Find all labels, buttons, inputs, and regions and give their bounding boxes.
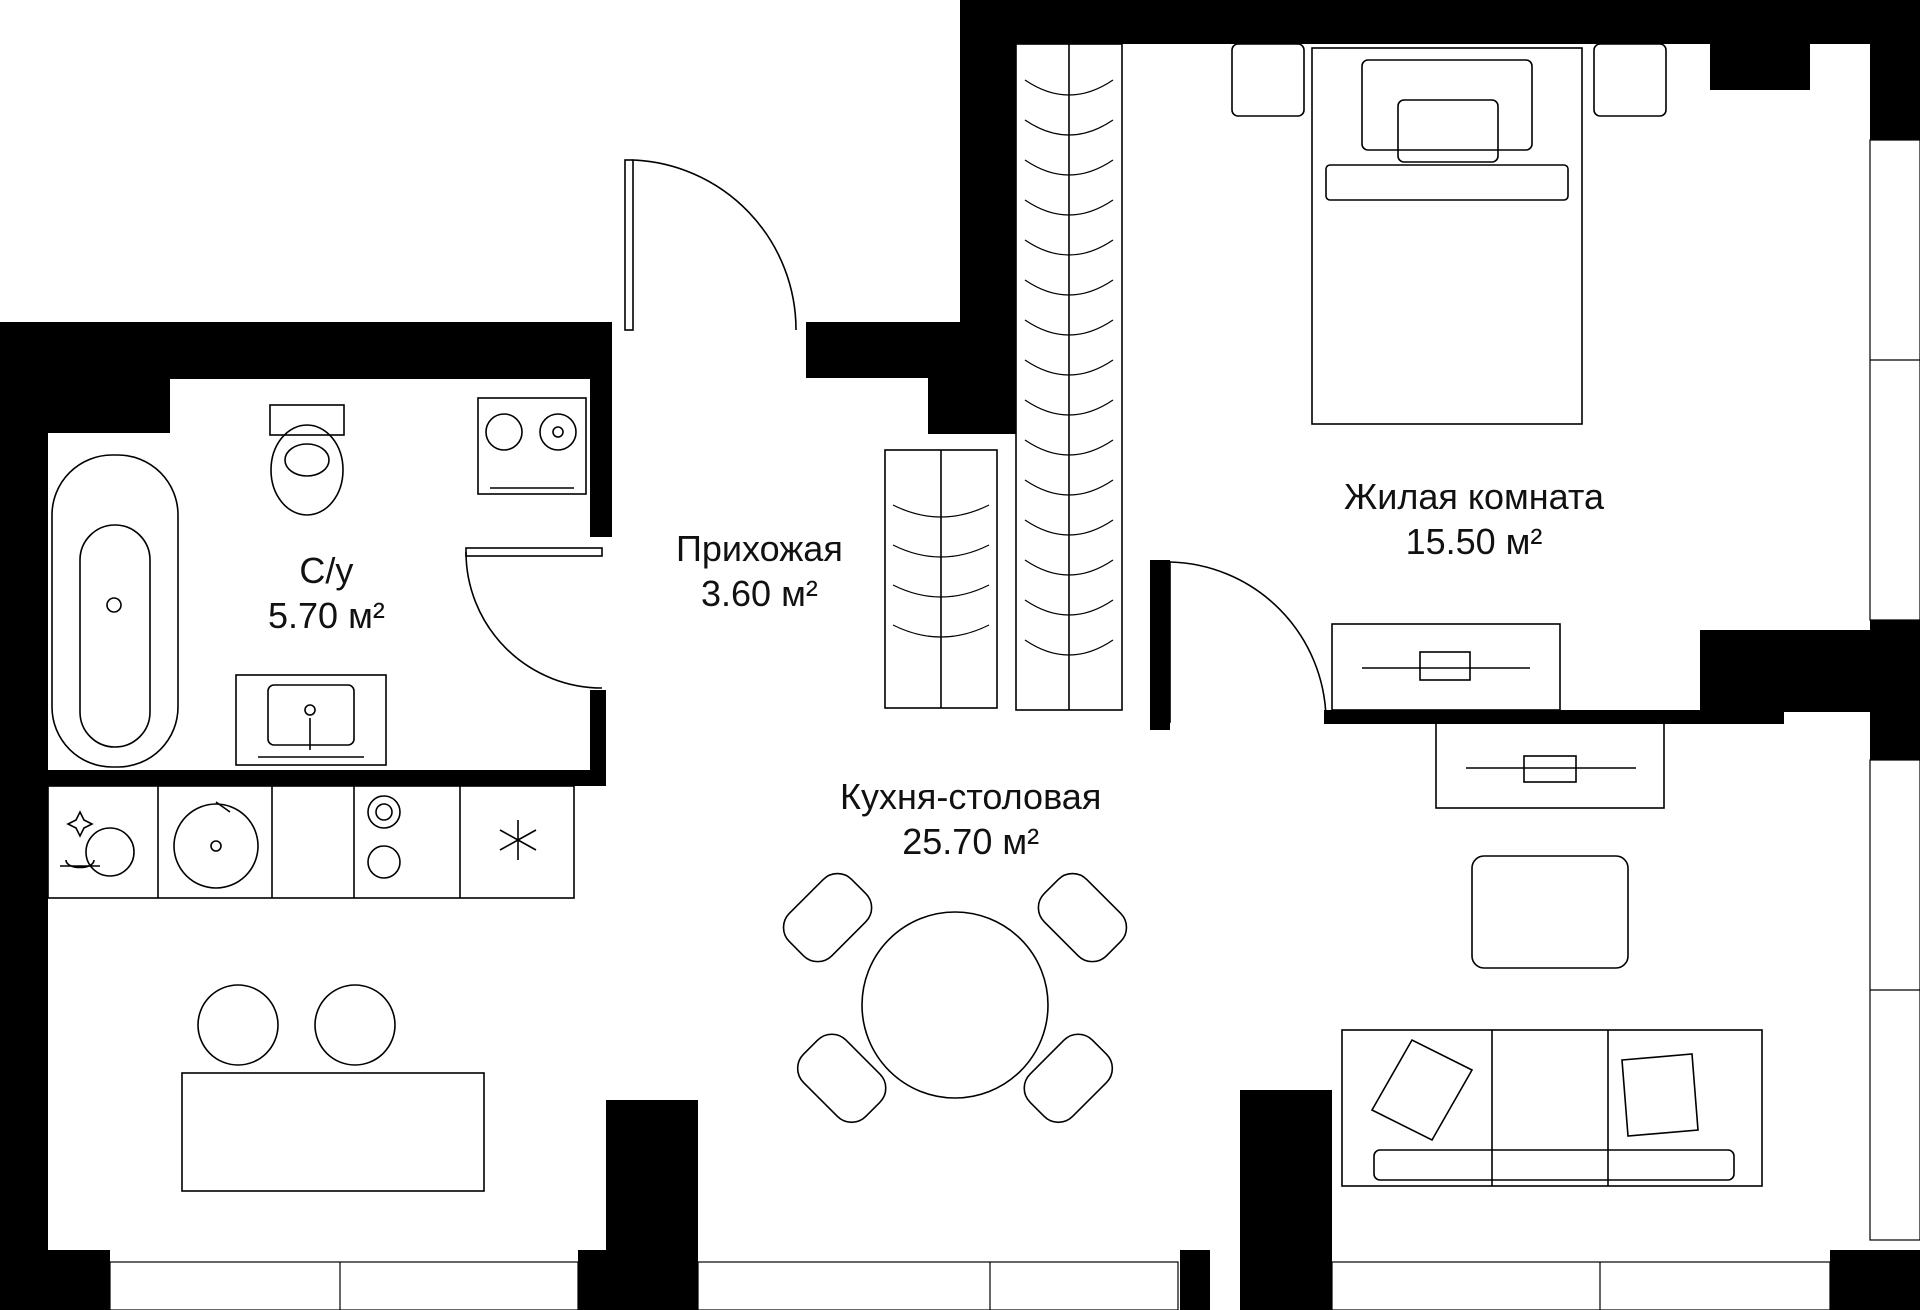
dining-chair-bl: [796, 1033, 887, 1124]
wall-right-block: [1700, 630, 1870, 712]
dishwasher-icon: [60, 810, 135, 877]
dining-table: [861, 911, 1049, 1099]
wall-living-bottom: [1324, 710, 1784, 724]
bathroom-sink: [235, 674, 387, 766]
doors: [465, 159, 1327, 723]
ottoman: [1471, 855, 1629, 969]
sofa: [1341, 1029, 1763, 1187]
washing-machine-icon: [485, 413, 523, 451]
label-bathroom: С/у 5.70 м²: [268, 548, 385, 638]
wall-right-upper: [1870, 0, 1920, 140]
desk: [1331, 623, 1561, 711]
wall-top-right-block: [1710, 44, 1810, 90]
room-area-kitchen-dining: 25.70 м²: [902, 821, 1040, 862]
pillar-bottom-right: [1240, 1090, 1332, 1310]
kitchen-table: [181, 1072, 485, 1192]
stool-1: [197, 984, 279, 1066]
wall-bottom-mid1: [578, 1250, 608, 1310]
bed: [1311, 47, 1583, 425]
living-door-leaf: [1161, 561, 1171, 723]
window-bottom-mid: [697, 1261, 1179, 1310]
wall-top: [960, 0, 1920, 44]
room-area-hallway: 3.60 м²: [701, 573, 818, 614]
toilet: [269, 404, 345, 436]
entry-door-leaf: [624, 159, 634, 331]
laundry-unit: [477, 397, 587, 495]
kitchen: [47, 785, 575, 1192]
label-living-room: Жилая комната 15.50 м²: [1344, 474, 1604, 564]
bathroom-door-swing: [465, 551, 603, 689]
dining-chair-tr: [1037, 872, 1128, 963]
windows: [109, 139, 1920, 1310]
fridge-snowflake-icon: [499, 820, 537, 860]
cushion-right: [1621, 1053, 1699, 1137]
wall-right-mid: [1870, 620, 1920, 760]
sink-icon: [173, 801, 259, 889]
hangers: [892, 79, 1114, 656]
tv-stand: [1435, 721, 1665, 809]
room-name-bathroom: С/у: [299, 550, 354, 591]
wall-bathroom-top: [0, 322, 612, 379]
bathtub: [51, 454, 179, 768]
bedroom-furniture: [1231, 43, 1667, 711]
room-name-kitchen-dining: Кухня-столовая: [840, 776, 1102, 817]
wall-top-left: [960, 0, 1016, 378]
window-right-upper: [1869, 139, 1920, 621]
room-area-living-room: 15.50 м²: [1405, 521, 1543, 562]
living-door-swing: [1169, 561, 1327, 719]
kitchen-counter: [47, 785, 575, 899]
wall-bottom-left: [0, 1250, 110, 1310]
window-bottom-right: [1331, 1261, 1831, 1310]
wardrobes: [884, 43, 1123, 711]
wall-bathroom-pillar: [48, 379, 170, 433]
cushion-left: [1370, 1038, 1474, 1142]
wall-bottom-mid2: [1180, 1250, 1210, 1310]
living-furniture: [1341, 721, 1763, 1187]
label-hallway: Прихожая 3.60 м²: [676, 526, 843, 616]
room-name-hallway: Прихожая: [676, 528, 843, 569]
wall-bathroom-bottom: [48, 770, 606, 786]
stool-2: [314, 984, 396, 1066]
room-area-bathroom: 5.70 м²: [268, 595, 385, 636]
cooktop-icon: [367, 795, 401, 879]
wall-entry-right: [806, 322, 976, 378]
dining: [782, 872, 1128, 1124]
wall-bottom-right: [1830, 1250, 1920, 1310]
dining-chair-br: [1023, 1033, 1114, 1124]
dryer-icon: [539, 413, 577, 451]
dining-chair-tl: [782, 872, 873, 963]
wall-left-outer: [0, 322, 48, 1280]
label-kitchen-dining: Кухня-столовая 25.70 м²: [840, 774, 1101, 864]
wall-bathroom-right-lower: [590, 690, 606, 780]
room-name-living-room: Жилая комната: [1344, 476, 1605, 517]
nightstand-right: [1593, 43, 1667, 117]
pillar-bottom-left: [606, 1100, 698, 1310]
wall-wardrobe-niche: [928, 378, 1016, 434]
bathroom-fixtures: [51, 397, 587, 768]
wall-living-door-jamb: [1150, 560, 1170, 730]
bathroom-door-leaf: [465, 547, 603, 557]
window-right-lower: [1869, 759, 1920, 1241]
nightstand-left: [1231, 43, 1305, 117]
window-bottom-left: [109, 1261, 579, 1310]
entry-door-swing: [632, 159, 797, 331]
wall-bathroom-right-upper: [590, 379, 612, 537]
